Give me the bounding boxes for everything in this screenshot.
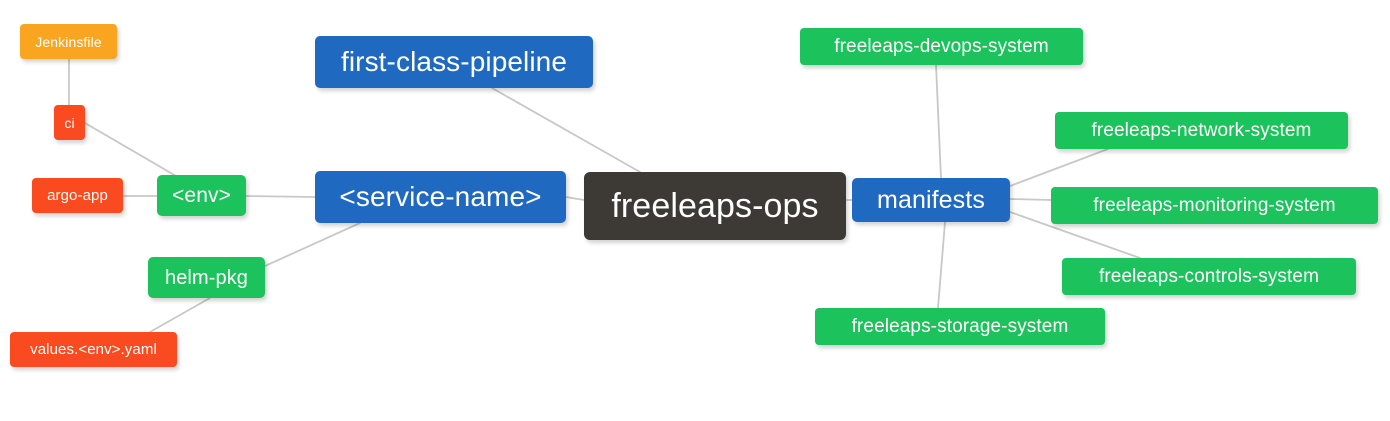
mindmap-node-label: argo-app — [47, 187, 108, 204]
edge-manifests-to-freeleaps-monitoring-system — [1009, 198, 1052, 201]
mindmap-node-freeleaps-controls-system[interactable]: freeleaps-controls-system — [1062, 258, 1356, 295]
mindmap-node-label: first-class-pipeline — [340, 46, 568, 77]
edge-values-yaml-to-helm-pkg — [149, 297, 211, 333]
edge-manifests-to-freeleaps-controls-system — [1009, 211, 1141, 259]
mindmap-node-jenkinsfile[interactable]: Jenkinsfile — [20, 24, 117, 59]
mindmap-node-label: helm-pkg — [164, 266, 249, 289]
mindmap-node-freeleaps-network-system[interactable]: freeleaps-network-system — [1055, 112, 1348, 149]
edge-helm-pkg-to-service-name — [264, 222, 361, 267]
edge-env-to-service-name — [245, 195, 316, 198]
mindmap-node-label: manifests — [877, 185, 985, 214]
mindmap-node-label: freeleaps-devops-system — [834, 36, 1049, 57]
mindmap-node-ci[interactable]: ci — [54, 105, 85, 140]
edge-manifests-to-freeleaps-network-system — [1009, 148, 1109, 187]
edge-service-name-to-freeleaps-ops — [565, 196, 585, 201]
mindmap-node-label: <service-name> — [339, 181, 542, 212]
mindmap-node-label: freeleaps-monitoring-system — [1093, 195, 1336, 216]
edge-first-class-pipeline-to-freeleaps-ops — [491, 87, 641, 173]
mindmap-node-freeleaps-monitoring-system[interactable]: freeleaps-monitoring-system — [1051, 187, 1378, 224]
mindmap-node-label: values.<env>.yaml — [30, 341, 157, 358]
mindmap-node-manifests[interactable]: manifests — [852, 178, 1010, 222]
edge-manifests-to-freeleaps-devops-system — [935, 64, 942, 179]
mindmap-node-freeleaps-devops-system[interactable]: freeleaps-devops-system — [800, 28, 1083, 65]
mindmap-node-service-name[interactable]: <service-name> — [315, 171, 566, 223]
mindmap-node-helm-pkg[interactable]: helm-pkg — [148, 257, 265, 298]
mindmap-node-label: ci — [64, 114, 75, 131]
mindmap-node-argo-app[interactable]: argo-app — [32, 178, 123, 213]
mindmap-node-env[interactable]: <env> — [157, 175, 246, 216]
mindmap-node-first-class-pipeline[interactable]: first-class-pipeline — [315, 36, 593, 88]
edge-manifests-to-freeleaps-storage-system — [937, 221, 946, 309]
mindmap-node-label: freeleaps-network-system — [1091, 120, 1312, 141]
mindmap-node-freeleaps-storage-system[interactable]: freeleaps-storage-system — [815, 308, 1105, 345]
mindmap-node-values-yaml[interactable]: values.<env>.yaml — [10, 332, 177, 367]
mindmap-node-label: freeleaps-controls-system — [1098, 266, 1320, 287]
mindmap-node-label: <env> — [172, 184, 231, 207]
mindmap-node-label: freeleaps-storage-system — [851, 316, 1069, 337]
mindmap-node-label: Jenkinsfile — [35, 33, 102, 50]
mindmap-node-freeleaps-ops[interactable]: freeleaps-ops — [584, 172, 846, 240]
mindmap-node-label: freeleaps-ops — [611, 187, 819, 225]
